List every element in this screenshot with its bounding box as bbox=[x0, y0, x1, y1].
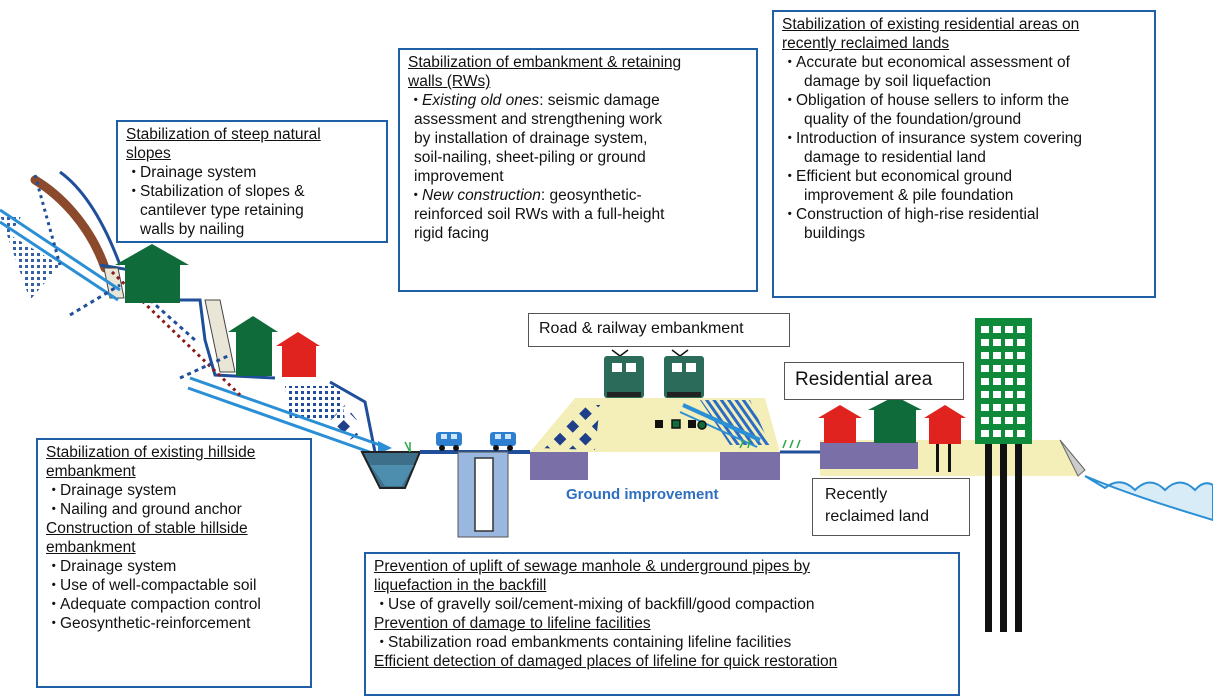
sea bbox=[1084, 475, 1213, 522]
label-residential-area-text: Residential area bbox=[795, 369, 933, 390]
box-lifeline: Prevention of uplift of sewage manhole &… bbox=[364, 552, 960, 696]
car-right bbox=[490, 432, 516, 451]
train-left bbox=[604, 349, 644, 398]
hillside-ground bbox=[0, 170, 420, 470]
embankment-item-1-lead: Existing old ones bbox=[422, 92, 540, 109]
embankment-item-1-cont-1: assessment and strengthening work bbox=[414, 111, 663, 128]
embankment-item-1-rest: : seismic damage bbox=[539, 92, 660, 109]
lifeline-item-2: Stabilization road embankments containin… bbox=[374, 633, 950, 652]
hillside-item1-2: Nailing and ground anchor bbox=[46, 500, 302, 519]
lifeline-title1-line1: Prevention of uplift of sewage manhole &… bbox=[374, 558, 811, 575]
hillside-item2-3: Adequate compaction control bbox=[46, 595, 302, 614]
slopes-title-line2: slopes bbox=[126, 145, 171, 162]
hillside-title2-line1: Construction of stable hillside bbox=[46, 520, 248, 537]
residential-title-line1: Stabilization of existing residential ar… bbox=[782, 16, 1080, 33]
high-rise-building bbox=[975, 318, 1032, 632]
slopes-title-line1: Stabilization of steep natural bbox=[126, 126, 321, 143]
reclaimed-land bbox=[780, 439, 1086, 477]
car-left bbox=[436, 432, 462, 451]
lifeline-title2: Prevention of damage to lifeline facilit… bbox=[374, 615, 651, 632]
hillside-item2-1: Drainage system bbox=[46, 557, 302, 576]
train-right bbox=[664, 349, 704, 398]
label-road-railway-text: Road & railway embankment bbox=[539, 320, 744, 337]
label-ground-improvement: Ground improvement bbox=[566, 486, 719, 503]
residential-item-1-cont: damage by soil liquefaction bbox=[804, 73, 991, 90]
slopes-item-2-cont-1: cantilever type retaining bbox=[140, 202, 304, 219]
house-green-slope bbox=[228, 316, 278, 376]
road-railway-embankment bbox=[530, 398, 780, 480]
embankment-item-1: Existing old ones: seismic damage bbox=[408, 91, 748, 110]
label-reclaimed-line1: Recently bbox=[825, 486, 888, 503]
label-road-railway: Road & railway embankment bbox=[528, 313, 790, 347]
lifeline-title1-line2: liquefaction in the backfill bbox=[374, 577, 547, 594]
house-green-reclaimed bbox=[868, 396, 922, 443]
residential-item-4-cont: improvement & pile foundation bbox=[804, 187, 1014, 204]
embankment-item-1-cont-4: improvement bbox=[414, 168, 504, 185]
residential-item-2: Obligation of house sellers to inform th… bbox=[782, 91, 1146, 110]
residential-item-2-cont: quality of the foundation/ground bbox=[804, 111, 1022, 128]
residential-title-line2: recently reclaimed lands bbox=[782, 35, 950, 52]
house-red-reclaimed-right bbox=[924, 405, 966, 472]
residential-item-5: Construction of high-rise residential bbox=[782, 205, 1146, 224]
box-steep-slopes: Stabilization of steep natural slopes Dr… bbox=[116, 120, 388, 243]
residential-item-3-cont: damage to residential land bbox=[804, 149, 986, 166]
embankment-title-line1: Stabilization of embankment & retaining bbox=[408, 54, 682, 71]
lifeline-item-1: Use of gravelly soil/cement-mixing of ba… bbox=[374, 595, 950, 614]
label-reclaimed-land: Recently reclaimed land bbox=[812, 478, 970, 536]
residential-item-3: Introduction of insurance system coverin… bbox=[782, 129, 1146, 148]
hillside-item2-4: Geosynthetic-reinforcement bbox=[46, 614, 302, 633]
hillside-item2-2: Use of well-compactable soil bbox=[46, 576, 302, 595]
residential-item-4: Efficient but economical ground bbox=[782, 167, 1146, 186]
embankment-item-2: New construction: geosynthetic- bbox=[408, 186, 748, 205]
slopes-item-2-cont-2: walls by nailing bbox=[140, 221, 245, 238]
embankment-item-2-cont-2: rigid facing bbox=[414, 225, 489, 242]
box-embankment-rws: Stabilization of embankment & retaining … bbox=[398, 48, 758, 292]
house-red-reclaimed-left bbox=[818, 405, 862, 443]
label-residential-area: Residential area bbox=[784, 362, 964, 400]
house-red-slope bbox=[276, 332, 320, 377]
embankment-item-1-cont-3: soil-nailing, sheet-piling or ground bbox=[414, 149, 646, 166]
residential-item-5-cont: buildings bbox=[804, 225, 866, 242]
hillside-item1-1: Drainage system bbox=[46, 481, 302, 500]
embankment-item-2-rest: : geosynthetic- bbox=[540, 187, 642, 204]
embankment-item-1-cont-2: by installation of drainage system, bbox=[414, 130, 648, 147]
embankment-title-line2: walls (RWs) bbox=[408, 73, 491, 90]
hillside-title1-line2: embankment bbox=[46, 463, 136, 480]
lifeline-title3: Efficient detection of damaged places of… bbox=[374, 653, 838, 670]
hillside-title2-line2: embankment bbox=[46, 539, 136, 556]
slopes-item-1: Drainage system bbox=[126, 163, 378, 182]
river-channel bbox=[360, 441, 530, 538]
embankment-item-2-lead: New construction bbox=[422, 187, 541, 204]
box-residential-reclaimed: Stabilization of existing residential ar… bbox=[772, 10, 1156, 298]
box-hillside-embankment: Stabilization of existing hillside emban… bbox=[36, 438, 312, 688]
slopes-item-2: Stabilization of slopes & bbox=[126, 182, 378, 201]
label-reclaimed-line2: reclaimed land bbox=[825, 508, 930, 525]
hillside-title1-line1: Stabilization of existing hillside bbox=[46, 444, 256, 461]
house-hillside-top bbox=[115, 244, 189, 303]
residential-item-1: Accurate but economical assessment of bbox=[782, 53, 1146, 72]
embankment-item-2-cont-1: reinforced soil RWs with a full-height bbox=[414, 206, 665, 223]
